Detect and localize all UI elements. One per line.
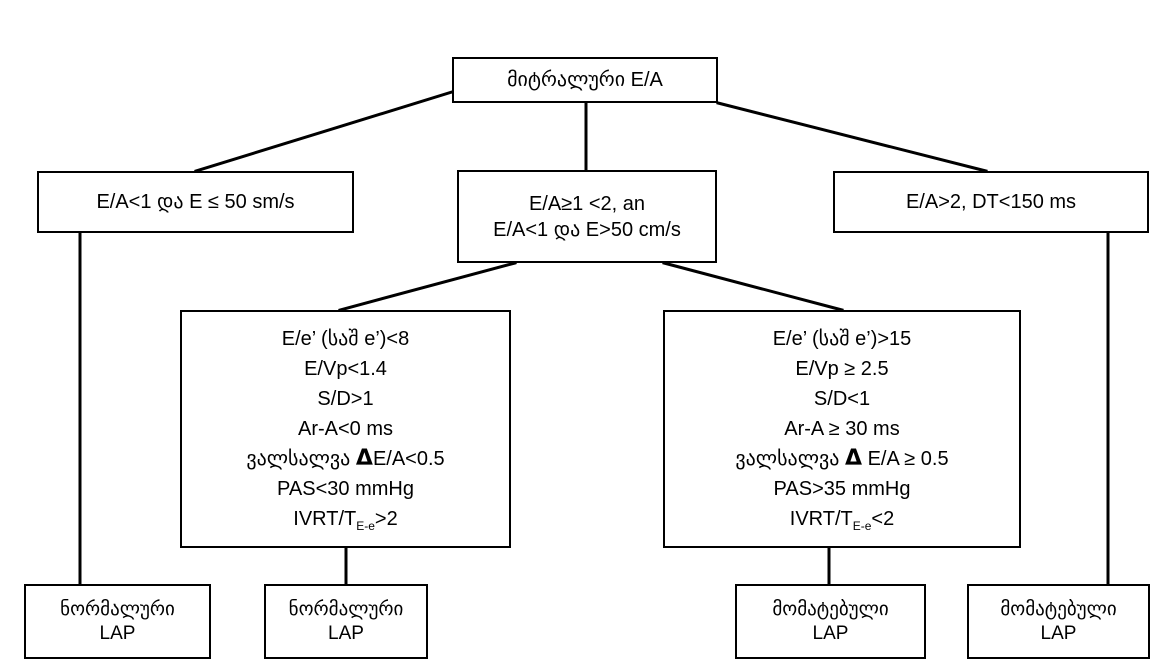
root-node-label: მიტრალური E/A bbox=[507, 69, 663, 91]
outcome-4-line-1: მომატებული bbox=[1000, 598, 1117, 620]
criteria-left-line-ivrt: IVRT/TE-e>2 bbox=[293, 504, 397, 534]
outcome-2-line-1: ნორმალური bbox=[288, 598, 404, 620]
criteria-left-line-sd: S/D>1 bbox=[317, 388, 374, 410]
outcome-3-line-1: მომატებული bbox=[772, 598, 889, 620]
branch-middle-line-2: E/A<1 და E>50 cm/s bbox=[493, 218, 681, 241]
criteria-right-line-ara: Ar-A ≥ 30 ms bbox=[784, 418, 900, 440]
criteria-left-line-evp: E/Vp<1.4 bbox=[304, 358, 387, 380]
criteria-left-valsalva-word: ვალსალვა bbox=[246, 448, 351, 470]
criteria-left-ivrt-subscript: E-e bbox=[356, 519, 375, 533]
criteria-node-normal: E/e’ (საშ e’)<8 E/Vp<1.4 S/D>1 Ar-A<0 ms… bbox=[180, 310, 511, 548]
branch-left-label: E/A<1 და E ≤ 50 sm/s bbox=[96, 191, 295, 213]
delta-icon: Δ bbox=[355, 446, 373, 471]
criteria-right-valsalva-word: ვალსალვა bbox=[735, 448, 840, 470]
root-node-mitral-ea: მიტრალური E/A bbox=[452, 57, 718, 103]
outcome-node-elevated-lap-1: მომატებული LAP bbox=[735, 584, 926, 659]
criteria-left-line-ara: Ar-A<0 ms bbox=[297, 418, 394, 440]
connector-middle-criteria-right bbox=[662, 261, 844, 312]
criteria-left-valsalva-value: E/A<0.5 bbox=[372, 448, 445, 470]
criteria-left-line-valsalva: ვალსალვა ΔE/A<0.5 bbox=[246, 444, 444, 474]
outcome-4-line-2: LAP bbox=[1040, 622, 1077, 644]
criteria-right-line-pas: PAS>35 mmHg bbox=[773, 478, 911, 500]
connector-middle-criteria-left bbox=[338, 261, 517, 312]
branch-node-middle: E/A≥1 <2, an E/A<1 და E>50 cm/s bbox=[457, 170, 717, 263]
criteria-right-ivrt-subscript: E-e bbox=[852, 519, 872, 533]
criteria-left-line-ee: E/e’ (საშ e’)<8 bbox=[281, 328, 410, 350]
branch-node-left: E/A<1 და E ≤ 50 sm/s bbox=[37, 171, 354, 233]
criteria-right-ivrt-prefix: IVRT/T bbox=[789, 508, 853, 530]
criteria-left-ivrt-prefix: IVRT/T bbox=[293, 508, 357, 530]
outcome-node-normal-lap-1: ნორმალური LAP bbox=[24, 584, 211, 659]
branch-middle-line-1: E/A≥1 <2, an bbox=[528, 192, 646, 215]
branch-right-label: E/A>2, DT<150 ms bbox=[905, 191, 1077, 213]
outcome-node-normal-lap-2: ნორმალური LAP bbox=[264, 584, 428, 659]
delta-icon: Δ bbox=[844, 446, 862, 471]
criteria-right-line-evp: E/Vp ≥ 2.5 bbox=[795, 358, 889, 380]
outcome-3-line-2: LAP bbox=[812, 622, 849, 644]
criteria-right-line-ivrt: IVRT/TE-e<2 bbox=[790, 504, 894, 534]
criteria-node-elevated: E/e’ (საშ e’)>15 E/Vp ≥ 2.5 S/D<1 Ar-A ≥… bbox=[663, 310, 1021, 548]
outcome-1-line-1: ნორმალური bbox=[60, 598, 175, 620]
outcome-2-line-2: LAP bbox=[328, 622, 364, 644]
outcome-1-line-2: LAP bbox=[99, 622, 136, 644]
criteria-right-valsalva-value: E/A ≥ 0.5 bbox=[867, 448, 949, 470]
connector-root-right bbox=[716, 101, 988, 173]
connector-root-left bbox=[194, 90, 454, 173]
outcome-node-elevated-lap-2: მომატებული LAP bbox=[967, 584, 1150, 659]
criteria-right-ivrt-suffix: <2 bbox=[871, 508, 895, 530]
criteria-left-ivrt-suffix: >2 bbox=[374, 508, 398, 530]
criteria-right-line-ee: E/e’ (საშ e’)>15 bbox=[772, 328, 912, 350]
criteria-right-line-valsalva: ვალსალვა Δ E/A ≥ 0.5 bbox=[735, 444, 948, 474]
criteria-right-line-sd: S/D<1 bbox=[813, 388, 871, 410]
branch-node-right: E/A>2, DT<150 ms bbox=[833, 171, 1149, 233]
criteria-left-line-pas: PAS<30 mmHg bbox=[277, 478, 414, 500]
